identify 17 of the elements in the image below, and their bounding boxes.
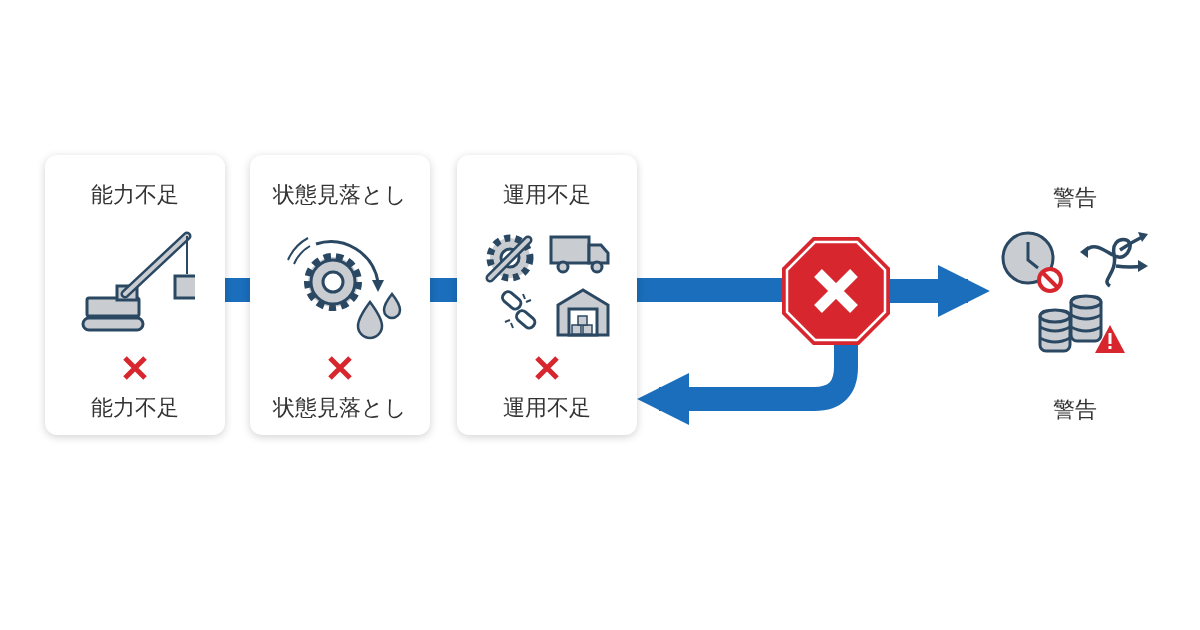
arrow xyxy=(637,343,858,425)
connector-bar xyxy=(637,278,782,302)
connector-bar xyxy=(225,278,250,302)
connector-bar xyxy=(430,278,457,302)
node-label: 警告 xyxy=(1053,396,1097,424)
card-title: 運用不足 xyxy=(503,181,591,209)
node-label: 警告 xyxy=(1053,184,1097,212)
card xyxy=(250,155,430,435)
card-caption: 能力不足 xyxy=(91,394,179,422)
card xyxy=(457,155,637,435)
arrow xyxy=(890,265,990,317)
card-title: 状態見落とし xyxy=(273,181,407,209)
card-caption: 状態見落とし xyxy=(273,394,407,422)
card xyxy=(45,155,225,435)
card-title: 能力不足 xyxy=(91,181,179,209)
stop-sign xyxy=(780,235,892,347)
card-caption: 運用不足 xyxy=(503,394,591,422)
